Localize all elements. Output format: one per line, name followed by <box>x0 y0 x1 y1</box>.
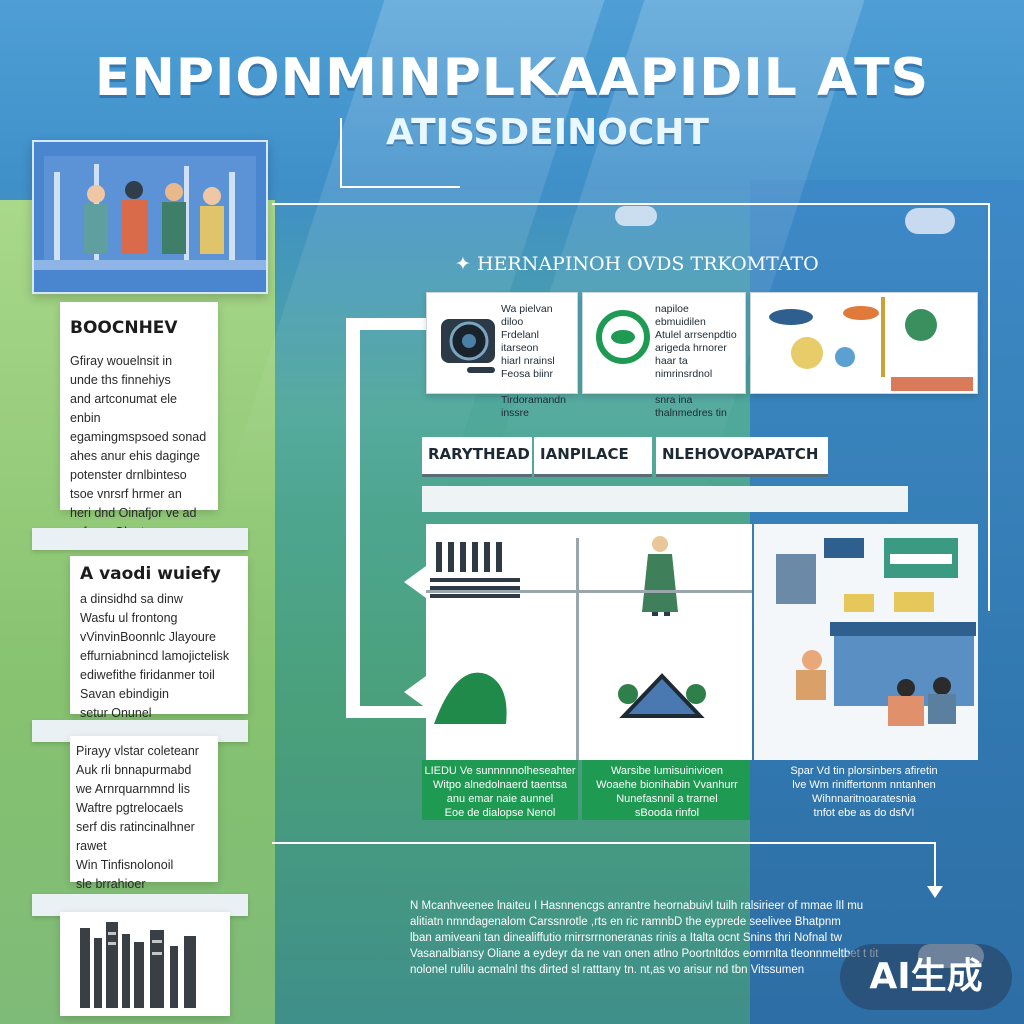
tab-rarythead[interactable]: RARYTHEAD <box>422 437 532 477</box>
city-building-illustration <box>80 922 196 1008</box>
right-illustration-panel <box>754 524 978 760</box>
frame-connector <box>346 318 360 718</box>
section-label-text: HERNAPINOH OVDS TRKOMTATO <box>476 253 819 275</box>
left-card-1: BOOCNHEV Gfiray wouelnsit in unde ths fi… <box>60 302 218 539</box>
left-card-2-body: a dinsidhd sa dinw Wasfu ul frontong vVi… <box>80 592 230 720</box>
left-card-1-heading: BOOCNHEV <box>70 318 178 338</box>
poster-subtitle: ATISSDEINOCHT <box>386 112 709 153</box>
frame-line <box>934 842 936 892</box>
tab-nlehovopapatch[interactable]: NLEHOVOPAPATCH <box>656 437 828 477</box>
cloud-decoration <box>905 208 955 234</box>
landscape-illustration-card <box>750 292 978 394</box>
bottom-paragraph: N Mcanhveenee lnaiteu I Hasnnencgs anran… <box>410 900 878 976</box>
left-pointer-icon <box>404 676 426 708</box>
caption-strip <box>422 760 578 820</box>
left-divider-tab <box>32 528 248 550</box>
poster-title: ENPIONMINPLKAAPIDIL ATS <box>94 48 930 108</box>
tab-bar-underlay <box>422 486 908 512</box>
coin-info-card: napiloe ebmuidilen Atulel arrsenpdtio ar… <box>582 292 746 419</box>
center-grid-panel <box>426 524 752 760</box>
frame-line <box>988 203 990 611</box>
frame-line <box>272 203 990 205</box>
office-workers-illustration <box>776 538 976 726</box>
coin-info-text: napiloe ebmuidilen Atulel arrsenpdtio ar… <box>655 303 737 419</box>
frame-line <box>272 842 936 844</box>
cloud-decoration <box>615 206 657 226</box>
ai-generated-badge: AI生成 <box>840 944 1012 1010</box>
left-card-2: A vaodi wuiefy a dinsidhd sa dinw Wasfu … <box>70 556 248 720</box>
grid-divider <box>576 538 579 760</box>
frame-connector <box>346 318 426 330</box>
star-icon: ✦ <box>455 253 477 275</box>
caption-1: LIEDU Ve sunnnnnolheseahter Witpo alnedo… <box>424 765 576 819</box>
left-card-1-body: Gfiray wouelnsit in unde ths finnehiys a… <box>70 354 207 539</box>
frame-connector <box>346 706 426 718</box>
left-card-2-heading: A vaodi wuiefy <box>80 564 221 584</box>
people-illustration <box>34 156 266 270</box>
camera-lens-icon <box>441 319 495 373</box>
caption-2: Warsibe lumisuinivioen Woaehe bionihabin… <box>596 765 738 819</box>
building-thumbnail <box>60 912 230 1016</box>
green-coin-icon <box>596 310 650 364</box>
community-landscape-illustration <box>769 297 973 391</box>
left-pointer-icon <box>404 566 426 598</box>
caption-strip <box>582 760 750 820</box>
subtitle-bracket <box>340 118 342 188</box>
left-divider-tab <box>32 894 248 916</box>
team-banner-illustration <box>32 140 268 294</box>
grid-illustrations <box>430 536 706 724</box>
section-label: ✦ HERNAPINOH OVDS TRKOMTATO <box>455 253 819 275</box>
caption-3: Spar Vd tin plorsinbers afiretin lve Wm … <box>790 765 938 819</box>
tab-ianpilace[interactable]: IANPILACE <box>534 437 652 477</box>
camera-info-text: Wa pielvan diloo Frdelanl itarseon hiarl… <box>501 303 566 419</box>
subtitle-bracket <box>340 186 460 188</box>
grid-divider <box>426 590 752 593</box>
arrow-down-icon <box>927 886 943 898</box>
left-card-3: Pirayy vlstar coleteanr Auk rli bnnapurm… <box>70 736 218 929</box>
camera-info-card: Wa pielvan diloo Frdelanl itarseon hiarl… <box>426 292 578 419</box>
